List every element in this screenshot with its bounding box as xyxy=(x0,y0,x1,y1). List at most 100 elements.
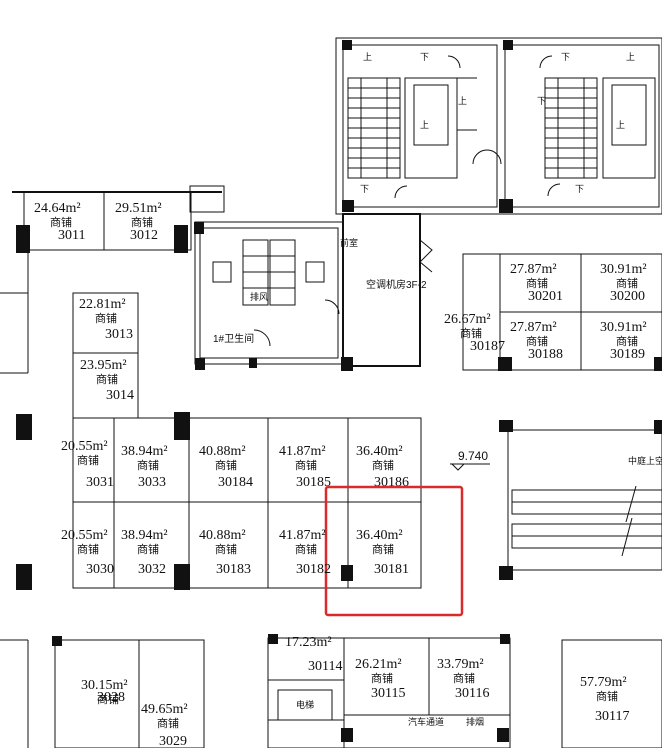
unit-code-3032[interactable]: 3032 xyxy=(138,562,166,577)
selection-highlight xyxy=(324,485,464,617)
unit-code-3013[interactable]: 3013 xyxy=(105,327,133,342)
unit-area-30114: 17.23m² xyxy=(285,635,332,650)
unit-area-30186: 36.40m² xyxy=(356,444,403,459)
unit-area-3032: 38.94m² xyxy=(121,528,168,543)
unit-code-3031[interactable]: 3031 xyxy=(86,475,114,490)
unit-type-label: 商铺 xyxy=(372,458,394,472)
smoke-exhaust-label: 排烟 xyxy=(466,716,484,727)
unit-type-label: 商铺 xyxy=(596,689,618,703)
elevation-mark: 9.740 xyxy=(458,449,488,463)
stair-up-label: 上 xyxy=(420,120,429,130)
unit-code-30181[interactable]: 30181 xyxy=(374,562,409,577)
unit-type-label: 商铺 xyxy=(526,276,548,290)
unit-area-3029: 49.65m² xyxy=(141,702,188,717)
unit-grid: 中庭上空 9.740 电梯 汽车通道 排烟 xyxy=(0,185,662,748)
unit-type-label: 商铺 xyxy=(97,692,119,706)
unit-type-label: 商铺 xyxy=(371,671,393,685)
unit-code-30189[interactable]: 30189 xyxy=(610,347,645,362)
unit-area-30201: 27.87m² xyxy=(510,262,557,277)
car-channel-label: 汽车通道 xyxy=(408,716,444,727)
stair-up-label: 上 xyxy=(363,52,372,62)
unit-type-label: 商铺 xyxy=(295,542,317,556)
unit-code-30115[interactable]: 30115 xyxy=(371,686,405,701)
stair-down-label: 下 xyxy=(575,184,584,194)
stair-down-label: 下 xyxy=(561,52,570,62)
unit-area-30181: 36.40m² xyxy=(356,528,403,543)
unit-type-label: 商铺 xyxy=(137,458,159,472)
unit-code-3028[interactable]: 3028 xyxy=(97,690,125,705)
unit-area-30116: 33.79m² xyxy=(437,657,484,672)
unit-code-30114[interactable]: 30114 xyxy=(308,659,342,674)
aircon-room-label: 空调机房3F-2 xyxy=(366,278,427,291)
unit-type-label: 商铺 xyxy=(77,453,99,467)
stair-up-label: 上 xyxy=(458,96,467,106)
unit-area-3014: 23.95m² xyxy=(80,358,127,373)
restroom-block: 1#卫生间 排风 xyxy=(194,221,344,370)
stair-flight-right xyxy=(544,77,656,179)
stair-up-label: 上 xyxy=(626,52,635,62)
escalator-void-label: 中庭上空 xyxy=(628,455,662,466)
unit-area-30183: 40.88m² xyxy=(199,528,246,543)
unit-code-30186[interactable]: 30186 xyxy=(374,475,409,490)
unit-area-30182: 41.87m² xyxy=(279,528,326,543)
unit-type-label: 商铺 xyxy=(215,458,237,472)
unit-type-label: 商铺 xyxy=(77,542,99,556)
stair-down-label: 下 xyxy=(537,96,546,106)
unit-area-30188: 27.87m² xyxy=(510,320,557,335)
stair-down-label: 下 xyxy=(420,52,429,62)
unit-area-30189: 30.91m² xyxy=(600,320,647,335)
unit-type-label: 商铺 xyxy=(50,215,72,229)
unit-code-30200[interactable]: 30200 xyxy=(610,289,645,304)
stair-core: 上 下 上 下 下 上 下 上 上 下 xyxy=(335,37,662,215)
unit-code-30116[interactable]: 30116 xyxy=(455,686,489,701)
exhaust-label: 排风 xyxy=(250,291,268,302)
unit-type-label: 商铺 xyxy=(616,334,638,348)
unit-area-30200: 30.91m² xyxy=(600,262,647,277)
unit-type-label: 商铺 xyxy=(131,215,153,229)
unit-area-30117: 57.79m² xyxy=(580,675,627,690)
restroom-label: 1#卫生间 xyxy=(213,332,254,345)
unit-code-30201[interactable]: 30201 xyxy=(528,289,563,304)
unit-type-label: 商铺 xyxy=(460,326,482,340)
stair-flight-left xyxy=(347,77,477,179)
unit-area-30185: 41.87m² xyxy=(279,444,326,459)
unit-area-30184: 40.88m² xyxy=(199,444,246,459)
unit-type-label: 商铺 xyxy=(137,542,159,556)
stair-up-label: 上 xyxy=(616,120,625,130)
unit-code-30183[interactable]: 30183 xyxy=(216,562,251,577)
unit-area-3011: 24.64m² xyxy=(34,201,81,216)
unit-type-label: 商铺 xyxy=(96,372,118,386)
unit-type-label: 商铺 xyxy=(453,671,475,685)
anteroom-label: 前室 xyxy=(340,237,358,248)
elevator-label: 电梯 xyxy=(296,699,314,710)
unit-area-3013: 22.81m² xyxy=(79,297,126,312)
unit-code-30185[interactable]: 30185 xyxy=(296,475,331,490)
unit-area-3028: 30.15m² xyxy=(81,678,128,693)
unit-code-30188[interactable]: 30188 xyxy=(528,347,563,362)
unit-code-3030[interactable]: 3030 xyxy=(86,562,114,577)
unit-type-label: 商铺 xyxy=(95,311,117,325)
unit-type-label: 商铺 xyxy=(372,542,394,556)
unit-area-30187: 26.67m² xyxy=(444,312,491,327)
aircon-room-3f2: 空调机房3F-2 前室 xyxy=(340,213,433,371)
unit-labels: 24.64m²商铺301129.51m²商铺301222.81m²商铺30132… xyxy=(34,201,647,748)
unit-type-label: 商铺 xyxy=(157,716,179,730)
unit-code-3012[interactable]: 3012 xyxy=(130,228,158,243)
unit-code-30117[interactable]: 30117 xyxy=(595,709,629,724)
unit-area-3031: 20.55m² xyxy=(61,439,108,454)
unit-code-3029[interactable]: 3029 xyxy=(159,734,187,748)
unit-type-label: 商铺 xyxy=(295,458,317,472)
unit-code-30187[interactable]: 30187 xyxy=(470,339,505,354)
unit-area-3033: 38.94m² xyxy=(121,444,168,459)
stair-down-label: 下 xyxy=(360,184,369,194)
unit-area-30115: 26.21m² xyxy=(355,657,402,672)
unit-code-3014[interactable]: 3014 xyxy=(106,388,134,403)
unit-type-label: 商铺 xyxy=(526,334,548,348)
unit-code-3033[interactable]: 3033 xyxy=(138,475,166,490)
unit-code-3011[interactable]: 3011 xyxy=(58,228,85,243)
unit-code-30182[interactable]: 30182 xyxy=(296,562,331,577)
unit-code-30184[interactable]: 30184 xyxy=(218,475,253,490)
unit-type-label: 商铺 xyxy=(215,542,237,556)
unit-type-label: 商铺 xyxy=(616,276,638,290)
